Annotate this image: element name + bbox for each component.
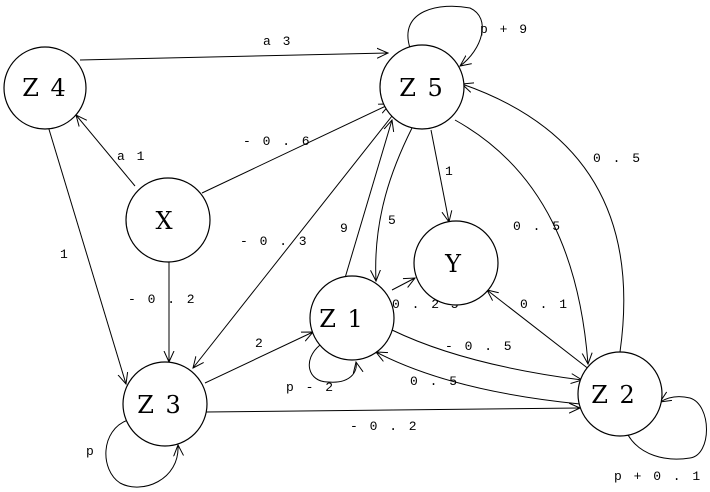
edge-z1-z5-label: 9	[340, 221, 350, 236]
edge-z1-z1: p - 2	[286, 344, 356, 395]
node-x-label: X	[155, 207, 174, 235]
edge-z3-z2-label: - 0 . 2	[350, 419, 419, 434]
node-z4-label: Z 4	[22, 74, 68, 102]
edge-x-z4: a 1	[76, 115, 146, 187]
node-z5-label: Z 5	[399, 74, 445, 102]
edge-z4-z5-label: a 3	[263, 34, 292, 49]
edge-z4-z3: 1	[47, 125, 126, 384]
edge-z5-z2: 0 . 5	[454, 119, 588, 364]
node-z2-circle	[577, 351, 663, 437]
edge-z5-z2-label: 0 . 5	[513, 219, 562, 234]
edge-z5-z5-loop	[407, 5, 483, 66]
edge-z5-z3-label: - 0 . 3	[240, 234, 309, 249]
node-z4: Z 4	[3, 46, 87, 130]
edge-x-z5-label: - 0 . 6	[243, 134, 312, 149]
node-z3-label: Z 3	[137, 391, 183, 419]
node-z1-label: Z 1	[319, 305, 365, 333]
node-z1-circle	[309, 275, 395, 361]
edge-z5-z2-line	[454, 119, 588, 364]
edge-z2-z1-label: 0 . 5	[410, 374, 459, 389]
edge-z2-z2: p + 0 . 1	[614, 397, 707, 484]
edge-z1-z2: - 0 . 5	[391, 329, 582, 380]
edge-z1-z1-loop	[308, 344, 356, 383]
edge-x-z3-label: - 0 . 2	[128, 292, 197, 307]
edge-z5-y: 1	[430, 129, 455, 222]
edge-z2-z1: 0 . 5	[376, 352, 581, 405]
edge-z2-z2-loop	[627, 397, 707, 460]
edge-z2-z5-line	[462, 84, 625, 353]
edge-z2-z5-label: 0 . 5	[593, 151, 642, 166]
edge-x-z4-label: a 1	[117, 149, 146, 164]
node-y: Y	[413, 220, 499, 306]
edge-z2-y: 0 . 1	[487, 290, 591, 371]
node-x: X	[125, 177, 211, 263]
edge-z5-z1-label: 5	[388, 213, 398, 228]
edge-z1-z2-line	[391, 329, 582, 380]
edge-z1-z5-line	[344, 120, 392, 279]
edge-x-z3: - 0 . 2	[128, 260, 197, 362]
edge-z4-z5: a 3	[79, 34, 388, 61]
edge-z1-z2-label: - 0 . 5	[445, 339, 514, 354]
edge-z5-z3: - 0 . 3	[193, 115, 393, 368]
node-z2: Z 2	[577, 351, 663, 437]
edge-x-z5: - 0 . 6	[201, 104, 390, 194]
edge-z2-z5: 0 . 5	[462, 84, 642, 353]
edge-z5-z1: 5	[376, 127, 413, 281]
edge-z3-z3-label: p	[86, 444, 96, 459]
edge-z2-y-label: 0 . 1	[520, 297, 569, 312]
edge-z4-z3-line	[47, 125, 126, 384]
edge-z3-z1-line	[204, 332, 313, 384]
edge-x-z5-line	[201, 104, 390, 194]
node-x-circle	[125, 177, 211, 263]
node-z2-label: Z 2	[591, 381, 637, 409]
edge-z2-z1-line	[376, 352, 581, 405]
edge-z2-z2-label: p + 0 . 1	[614, 469, 702, 484]
edge-x-z4-line	[76, 115, 136, 187]
edge-z5-y-label: 1	[445, 164, 455, 179]
node-y-label: Y	[444, 250, 463, 278]
edge-z5-z1-line	[376, 127, 413, 281]
edge-z3-z2: - 0 . 2	[205, 408, 580, 434]
node-z5-circle	[379, 44, 465, 130]
node-z5: Z 5	[379, 44, 465, 130]
node-z3-circle	[122, 361, 208, 447]
edge-z3-z2-line	[205, 408, 580, 412]
edge-z5-z3-line	[193, 115, 393, 368]
edge-z4-z3-label: 1	[60, 247, 70, 262]
edge-z3-z1: 2	[204, 332, 313, 384]
node-z1: Z 1	[309, 275, 395, 361]
edge-z3-z3: p	[86, 419, 178, 488]
edge-z2-y-line	[487, 290, 591, 371]
edge-z3-z1-label: 2	[255, 336, 265, 351]
edge-z5-z5-label: p + 9	[480, 22, 529, 37]
edge-z1-z1-label: p - 2	[286, 380, 335, 395]
node-y-circle	[413, 220, 499, 306]
edge-z4-z5-line	[79, 53, 388, 61]
edge-z5-z5: p + 9	[407, 5, 529, 66]
edge-z1-y-line	[391, 278, 415, 291]
node-z3: Z 3	[122, 361, 208, 447]
node-z4-circle	[3, 46, 87, 130]
edge-z3-z3-loop	[105, 419, 178, 488]
edge-z1-z5: 9	[340, 120, 392, 279]
edge-z5-y-line	[430, 129, 449, 222]
